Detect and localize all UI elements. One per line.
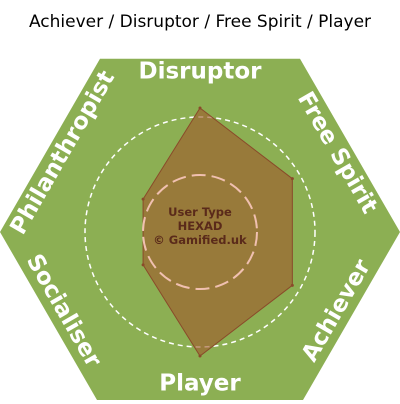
chart-title: Achiever / Disruptor / Free Spirit / Pla… [28, 12, 372, 32]
series-point-disruptor [198, 106, 202, 110]
series-point-socialiser [141, 263, 145, 267]
series-point-achiever [290, 283, 294, 287]
center-line-2: HEXAD [178, 219, 223, 233]
axis-label-player: Player [159, 371, 241, 397]
center-line-1: User Type [168, 205, 232, 219]
series-point-player [198, 354, 202, 358]
axis-label-disruptor: Disruptor [139, 59, 263, 85]
center-line-3: © Gamified.uk [153, 233, 247, 247]
series-point-free-spirit [290, 177, 294, 181]
grid-circle-inner [142, 174, 258, 290]
series-point-philanthropist [141, 197, 145, 201]
center-caption: User Type HEXAD © Gamified.uk [153, 205, 247, 247]
